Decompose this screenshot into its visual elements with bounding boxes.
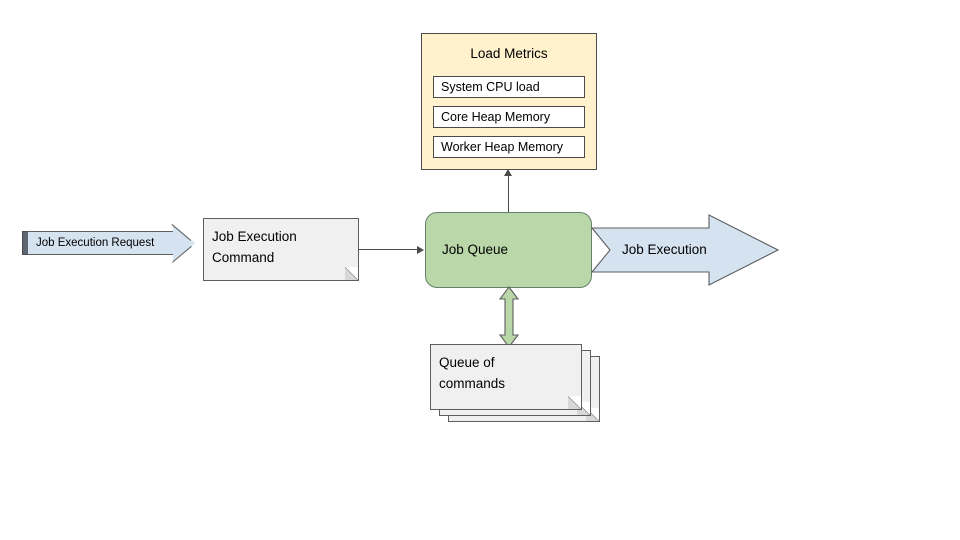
metric-item-worker-heap-memory[interactable]: Worker Heap Memory <box>433 136 585 158</box>
load-metrics-title: Load Metrics <box>470 46 548 61</box>
job-execution-arrow-label: Job Execution <box>622 242 707 257</box>
job-execution-command-document[interactable] <box>203 218 359 281</box>
connector-command-to-queue-arrowhead <box>417 246 424 254</box>
queue-commands-label: Queue of commands <box>439 352 579 394</box>
request-arrow-body <box>28 231 174 255</box>
queue-commands-label-line1: Queue of <box>439 355 495 370</box>
job-execution-command-label: Job Execution Command <box>212 226 352 268</box>
connector-command-to-queue-line <box>359 249 418 250</box>
document-fold-corner-icon <box>568 396 582 410</box>
queue-commands-label-line2: commands <box>439 376 506 391</box>
connector-queue-to-metrics-arrowhead <box>504 169 512 176</box>
metric-item-core-heap-memory[interactable]: Core Heap Memory <box>433 106 585 128</box>
job-execution-arrow[interactable] <box>590 214 780 286</box>
metric-item-system-cpu-load[interactable]: System CPU load <box>433 76 585 98</box>
request-arrow-head <box>173 224 195 262</box>
connector-queue-to-metrics-line <box>508 176 509 212</box>
queue-commands-document-front[interactable] <box>430 344 582 410</box>
job-execution-request-label: Job Execution Request <box>36 237 155 249</box>
job-queue-label: Job Queue <box>442 242 509 257</box>
queue-commands-double-arrow <box>498 286 520 348</box>
job-execution-command-label-line1: Job Execution <box>212 229 297 244</box>
job-execution-command-label-line2: Command <box>212 250 275 265</box>
job-execution-request-arrow[interactable] <box>22 224 195 263</box>
document-fold-corner-icon <box>345 267 359 281</box>
